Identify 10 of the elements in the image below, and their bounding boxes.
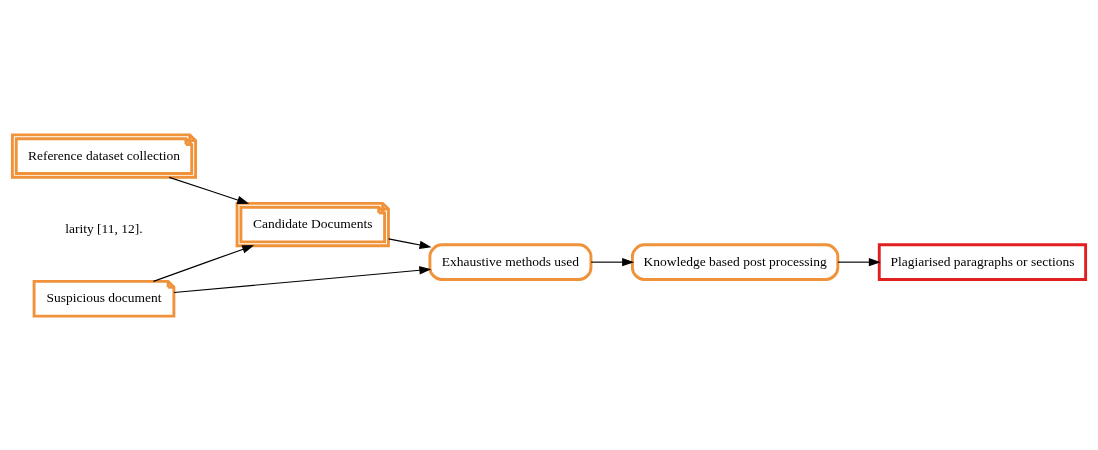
arrow — [173, 265, 432, 293]
label: larity [11, 12]. — [65, 220, 143, 236]
arrow — [837, 257, 881, 266]
node-box: Knowledge based post processing — [630, 242, 840, 281]
node-box: Exhaustive methods used — [428, 242, 593, 281]
node-box: Plagiarised paragraphs or sections — [877, 242, 1088, 281]
arrow — [590, 257, 635, 266]
arrow — [168, 176, 250, 204]
arrow — [152, 244, 255, 282]
arrow — [387, 237, 432, 249]
